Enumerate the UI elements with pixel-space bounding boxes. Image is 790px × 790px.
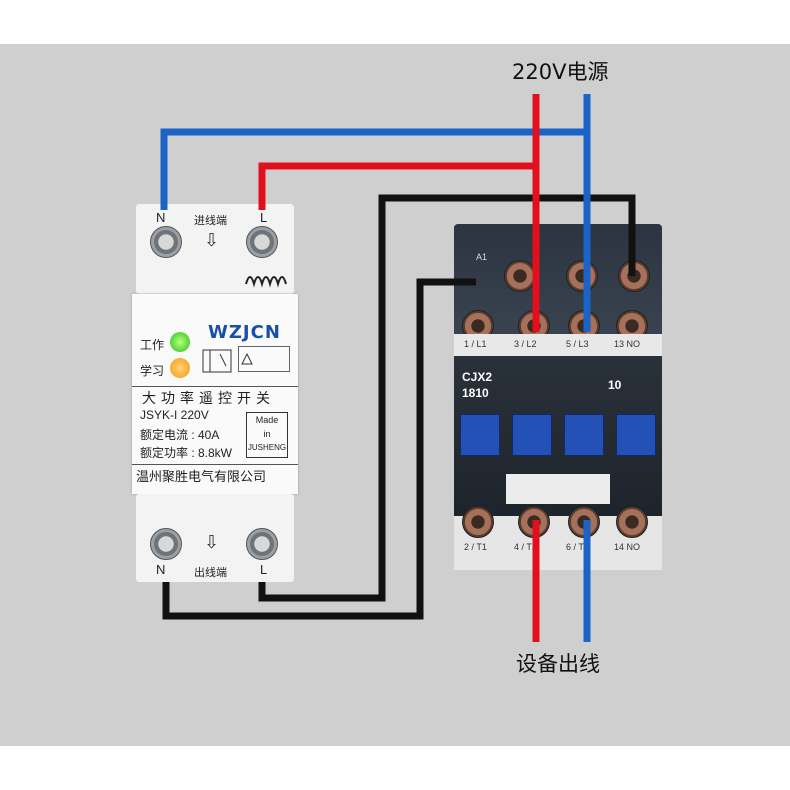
contact-code: 10 bbox=[608, 378, 622, 392]
control-wire-n-out bbox=[162, 278, 476, 620]
power-source-label: 220V电源 bbox=[512, 60, 609, 84]
label-14-no: 14 NO bbox=[614, 542, 641, 552]
equipment-output-label: 设备出线 bbox=[516, 652, 600, 676]
a-terminal-2 bbox=[566, 260, 598, 292]
circuit-diagram-icon bbox=[202, 349, 232, 373]
label-3-l2: 3 / L2 bbox=[514, 339, 537, 349]
product-name: 大功率遥控开关 bbox=[142, 390, 275, 406]
antenna-coil-icon bbox=[245, 276, 287, 288]
label-2-t1: 2 / T1 bbox=[464, 542, 487, 552]
model-text: JSYK-I 220V bbox=[140, 408, 209, 422]
label-6-t3: 6 / T3 bbox=[566, 542, 589, 552]
model-line-2: 1810 bbox=[462, 386, 489, 400]
l-input-label: L bbox=[260, 210, 268, 225]
made-line-2: in bbox=[263, 429, 271, 439]
neutral-wire-input bbox=[160, 128, 587, 210]
label-13-no: 13 NO bbox=[614, 339, 641, 349]
rated-power-text: 额定功率 : 8.8kW bbox=[140, 446, 233, 460]
blue-contact-block-3 bbox=[564, 414, 604, 456]
switch-bottom-section: ⇩ N 出线端 L bbox=[136, 494, 294, 582]
blue-contact-block-4 bbox=[616, 414, 656, 456]
company-name: 温州聚胜电气有限公司 bbox=[136, 469, 267, 484]
terminal-2-t1 bbox=[462, 506, 494, 538]
terminal-14-no bbox=[616, 506, 648, 538]
down-arrow-icon: ⇩ bbox=[204, 532, 220, 552]
work-indicator-led bbox=[170, 332, 190, 352]
learn-indicator-led bbox=[170, 358, 190, 378]
blue-contact-block-1 bbox=[460, 414, 500, 456]
label-4-t2: 4 / T2 bbox=[514, 542, 537, 552]
learn-label: 学习 bbox=[140, 364, 165, 378]
l-output-terminal bbox=[246, 528, 278, 560]
panel-divider-2 bbox=[132, 464, 298, 465]
warning-triangle-icon bbox=[241, 353, 253, 365]
model-line-1: CJX2 bbox=[462, 370, 493, 384]
label-1-l1: 1 / L1 bbox=[464, 339, 487, 349]
a1-label: A1 bbox=[476, 252, 488, 262]
l-output-label: L bbox=[260, 562, 268, 577]
output-terminal-label: 出线端 bbox=[194, 567, 227, 579]
made-line-3: JUSHENG bbox=[247, 443, 287, 452]
input-terminal-label: 进线端 bbox=[194, 215, 227, 227]
blue-contact-block-2 bbox=[512, 414, 552, 456]
live-wire-input bbox=[258, 162, 536, 210]
made-in-box: Made in JUSHENG bbox=[246, 412, 288, 458]
label-5-l3: 5 / L3 bbox=[566, 339, 589, 349]
made-line-1: Made bbox=[255, 415, 279, 425]
warning-label bbox=[238, 346, 290, 372]
upper-label-strip: 1 / L1 3 / L2 5 / L3 13 NO bbox=[454, 334, 662, 356]
n-output-terminal bbox=[150, 528, 182, 560]
switch-top-section: N 进线端 L ⇩ bbox=[136, 204, 294, 294]
down-arrow-icon: ⇩ bbox=[204, 230, 220, 250]
remote-control-switch: N 进线端 L ⇩ 工作 学习 WZJCN 大功率遥控开关 JSYK-I 220… bbox=[132, 204, 298, 582]
l-input-terminal bbox=[246, 226, 278, 258]
switch-front-panel: 工作 学习 WZJCN 大功率遥控开关 JSYK-I 220V 额定电流 : 4… bbox=[132, 294, 298, 494]
a-terminal-1 bbox=[504, 260, 536, 292]
indicator-window bbox=[506, 474, 610, 504]
control-wire-l-out bbox=[258, 194, 636, 602]
brand-logo: WZJCN bbox=[208, 322, 281, 343]
n-output-label: N bbox=[156, 562, 166, 577]
work-label: 工作 bbox=[140, 338, 165, 352]
n-input-terminal bbox=[150, 226, 182, 258]
n-input-label: N bbox=[156, 210, 166, 225]
panel-divider bbox=[132, 386, 298, 387]
rated-current-text: 额定电流 : 40A bbox=[140, 428, 220, 442]
